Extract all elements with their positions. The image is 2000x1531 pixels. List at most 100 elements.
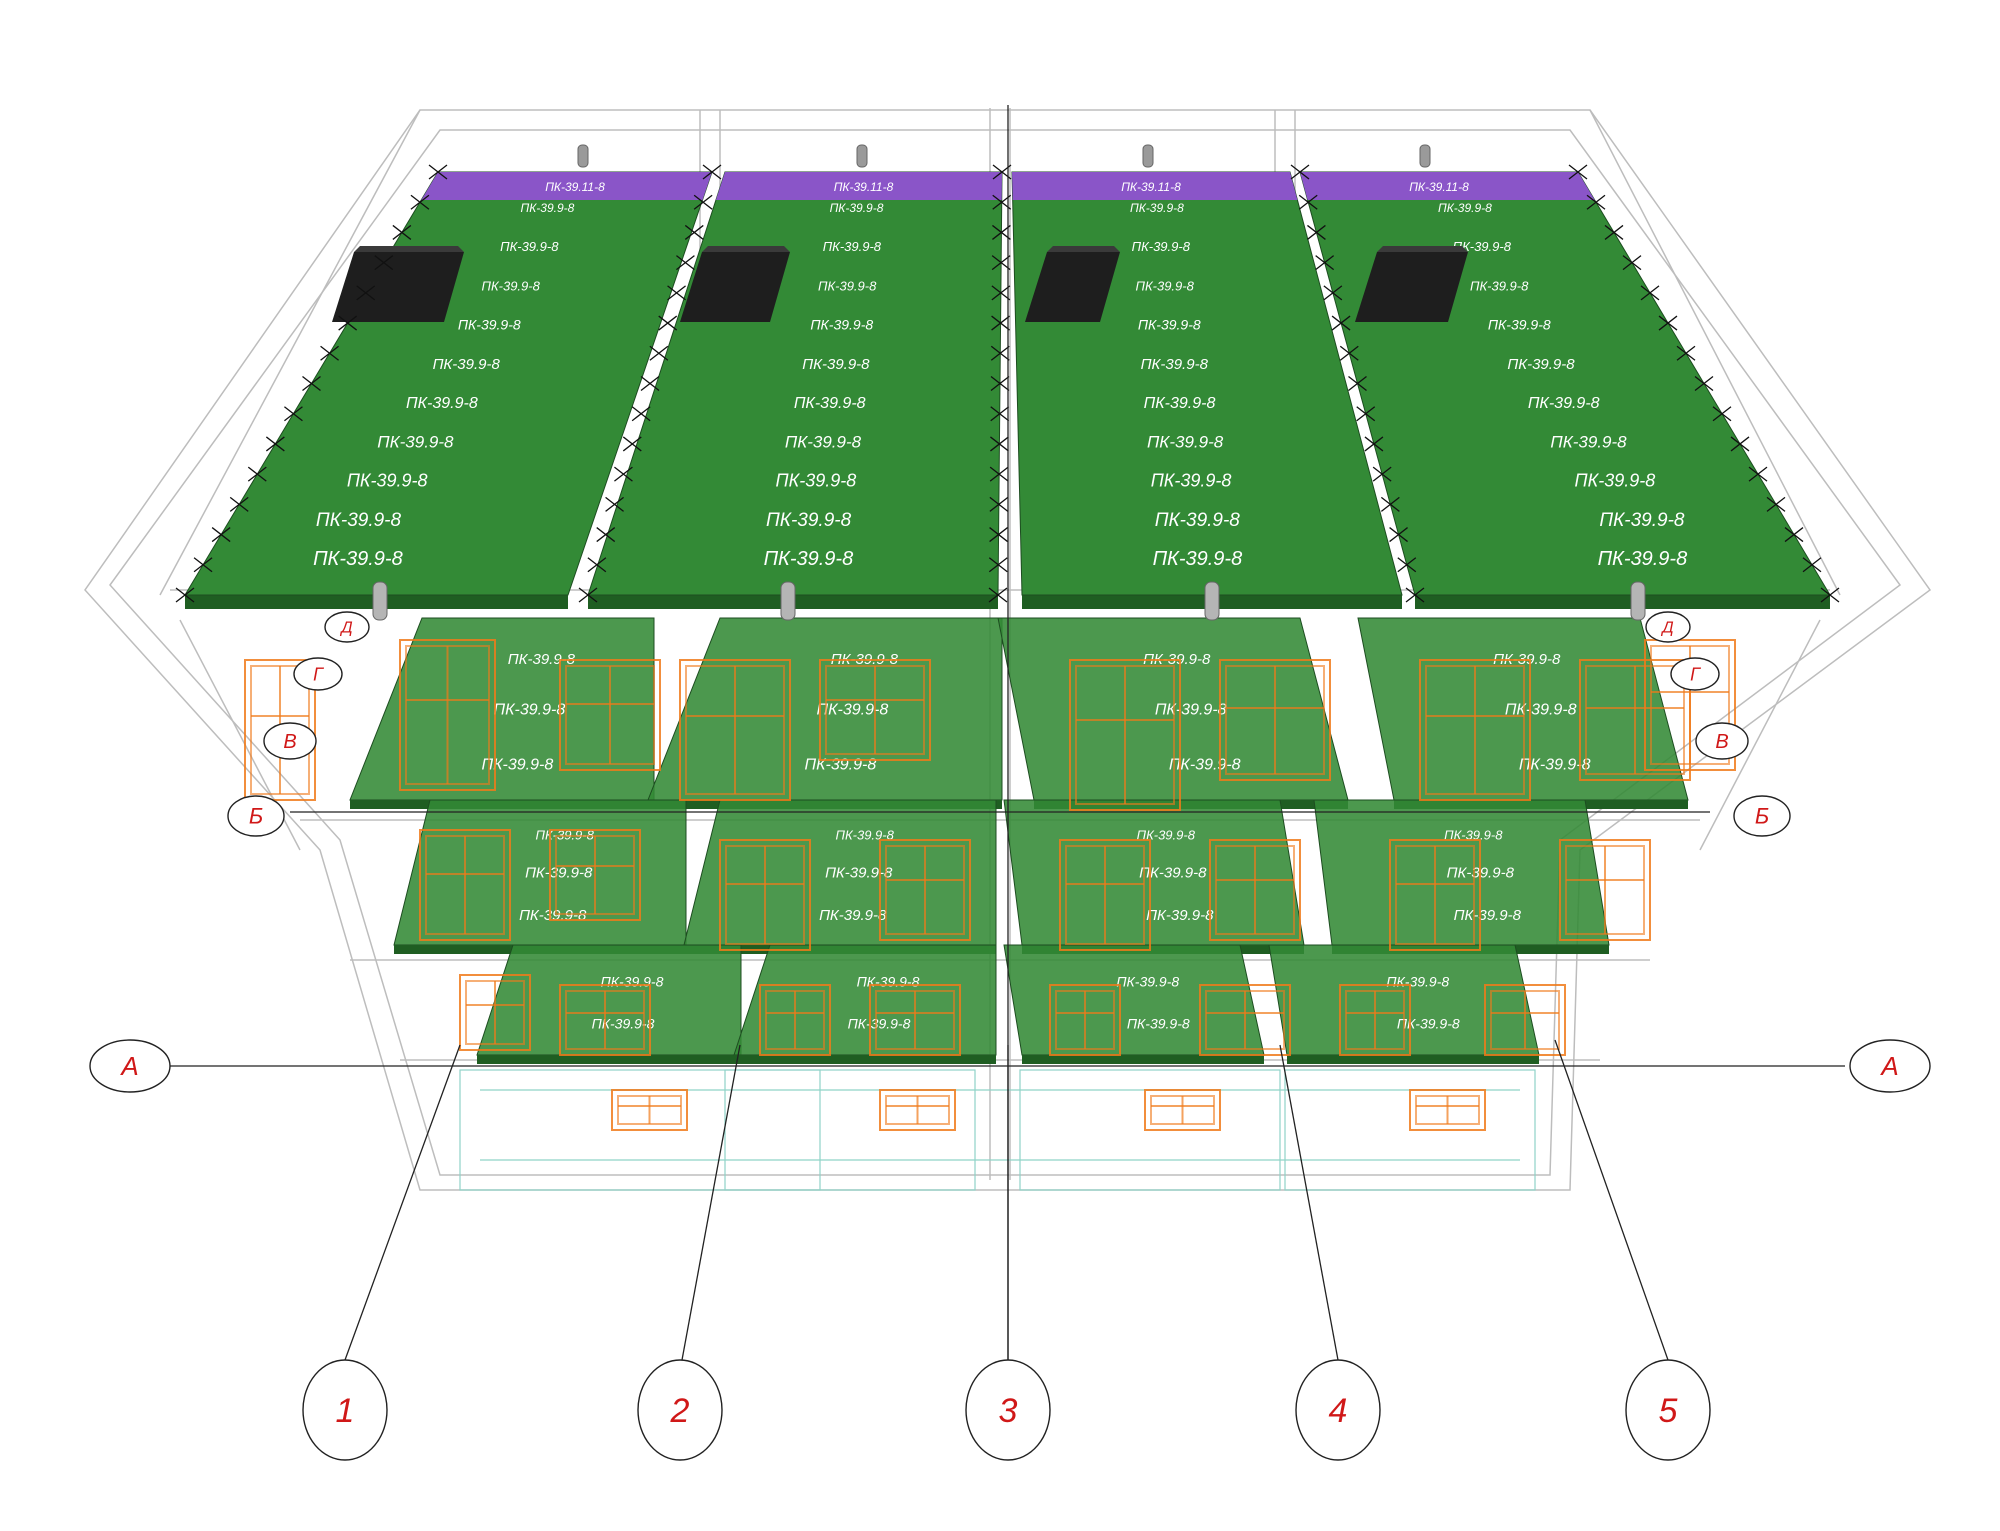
tie-mark — [1568, 164, 1588, 180]
tie-mark — [990, 436, 1009, 452]
tie-mark — [1640, 285, 1660, 301]
tie-mark — [265, 436, 285, 452]
tie-mark — [1389, 527, 1408, 543]
roof-panel-label: ПК-39.9-8 — [406, 395, 478, 412]
roof-column-4: ПК-39.11-8ПК-39.9-8ПК-39.9-8ПК-39.9-8ПК-… — [1299, 144, 1831, 621]
pipe — [856, 144, 868, 168]
tie-mark — [1356, 406, 1376, 422]
axis-letter-right-4-text: Б — [1755, 804, 1769, 829]
roof-panel-label: ПК-39.9-8 — [1136, 278, 1195, 293]
tie-mark — [392, 224, 412, 240]
floor-panel-label: ПК-39.9-8 — [836, 827, 895, 842]
pipe — [1142, 144, 1154, 168]
tie-mark — [989, 466, 1009, 482]
tie-mark — [1730, 436, 1750, 452]
window — [549, 829, 641, 921]
window — [759, 984, 831, 1056]
window — [1419, 659, 1531, 801]
tie-mark — [193, 557, 213, 573]
pipe — [1204, 581, 1220, 621]
tie-mark — [596, 527, 616, 543]
tie-mark — [1748, 466, 1768, 482]
tie-mark — [175, 587, 195, 603]
tie-mark — [991, 255, 1011, 271]
floor-panel-label: ПК-39.9-8 — [1155, 702, 1227, 719]
axis-number-1: 1 — [302, 1359, 388, 1461]
axis-letter-right-1-text: Д — [1660, 620, 1673, 637]
roof-top-label: ПК-39.11-8 — [1121, 180, 1181, 194]
roof-panel-label: ПК-39.9-8 — [1599, 510, 1685, 531]
tie-mark — [667, 285, 686, 301]
roof-panel-label: ПК-39.9-8 — [1598, 548, 1688, 570]
axis-letter-left-2: Г — [293, 657, 343, 691]
window — [459, 974, 531, 1051]
roof-slab-edge — [1415, 595, 1830, 609]
tie-mark — [1339, 345, 1359, 361]
ventilation-block-top — [354, 246, 464, 252]
axis-line — [681, 1044, 741, 1361]
roof-panel-label: ПК-39.9-8 — [316, 510, 402, 531]
tie-mark — [1315, 255, 1335, 271]
roof-slab-purple — [1012, 172, 1298, 200]
tie-mark — [684, 224, 704, 240]
tie-mark — [284, 406, 303, 422]
roof-top-label: ПК-39.11-8 — [834, 180, 894, 194]
axis-letter-left-4-text: Б — [249, 804, 263, 829]
tie-mark — [1802, 557, 1822, 573]
axis-number-2: 2 — [637, 1359, 723, 1461]
tie-mark — [676, 255, 695, 271]
window — [1199, 984, 1291, 1056]
roof-panel-label: ПК-39.9-8 — [1528, 395, 1600, 412]
roof-panel-label: ПК-39.9-8 — [1438, 201, 1492, 215]
pipe — [1419, 144, 1431, 168]
pipe — [372, 581, 388, 621]
floor-band-2: ПК-39.9-8ПК-39.9-8ПК-39.9-8ПК-39.9-8ПК-3… — [393, 799, 1610, 954]
floor-panel-label: ПК-39.9-8 — [1116, 973, 1179, 989]
floor-panel-label: ПК-39.9-8 — [817, 702, 889, 719]
tie-mark — [1784, 527, 1804, 543]
axis-letter-right-3: В — [1695, 722, 1749, 760]
axis-letter-right-5-text: А — [1879, 1051, 1898, 1081]
tie-mark — [587, 557, 607, 573]
window — [1559, 839, 1651, 941]
floor-panel-label: ПК-39.9-8 — [525, 865, 593, 882]
floor-slab — [733, 944, 997, 1056]
tie-mark — [1331, 315, 1351, 331]
roof-slab-purple — [421, 172, 712, 200]
roof-panel-label: ПК-39.9-8 — [313, 548, 403, 570]
tie-mark — [1712, 406, 1732, 422]
axis-letter-left-1: Д — [324, 611, 370, 643]
tie-mark — [605, 496, 624, 512]
window — [559, 659, 661, 771]
axis-letter-left-1-text: Д — [339, 620, 352, 637]
floor-panel-label: ПК-39.9-8 — [494, 702, 566, 719]
roof-panel-label: ПК-39.9-8 — [776, 471, 857, 491]
floor-panel-label: ПК-39.9-8 — [1137, 827, 1196, 842]
pipe — [780, 581, 796, 621]
tie-mark — [1676, 345, 1696, 361]
tie-mark — [1290, 164, 1310, 180]
tie-mark — [1820, 587, 1840, 603]
tie-mark — [988, 557, 1008, 573]
floor-panel-label: ПК-39.9-8 — [1519, 756, 1591, 773]
floor-slab-edge — [1022, 1055, 1264, 1064]
window — [679, 659, 791, 801]
roof-panel-label: ПК-39.9-8 — [764, 548, 854, 570]
tie-mark — [338, 315, 358, 331]
tie-mark — [1397, 557, 1417, 573]
roof-panel-label: ПК-39.9-8 — [433, 356, 501, 373]
axis-letter-left-4: Б — [227, 795, 285, 837]
tie-mark — [989, 527, 1008, 543]
tie-mark — [640, 375, 660, 392]
floor-panel-label: ПК-39.9-8 — [1444, 827, 1503, 842]
window — [1219, 659, 1331, 781]
tie-mark — [428, 164, 448, 180]
roof-panel-label: ПК-39.9-8 — [1132, 239, 1191, 254]
tie-mark — [991, 285, 1011, 301]
axis-letter-left-3: В — [263, 722, 317, 760]
axis-letter-right-3-text: В — [1715, 731, 1728, 753]
roof-column-3: ПК-39.11-8ПК-39.9-8ПК-39.9-8ПК-39.9-8ПК-… — [1011, 144, 1403, 621]
tie-mark — [320, 345, 339, 361]
tie-mark — [1298, 194, 1318, 210]
tie-mark — [622, 436, 642, 452]
